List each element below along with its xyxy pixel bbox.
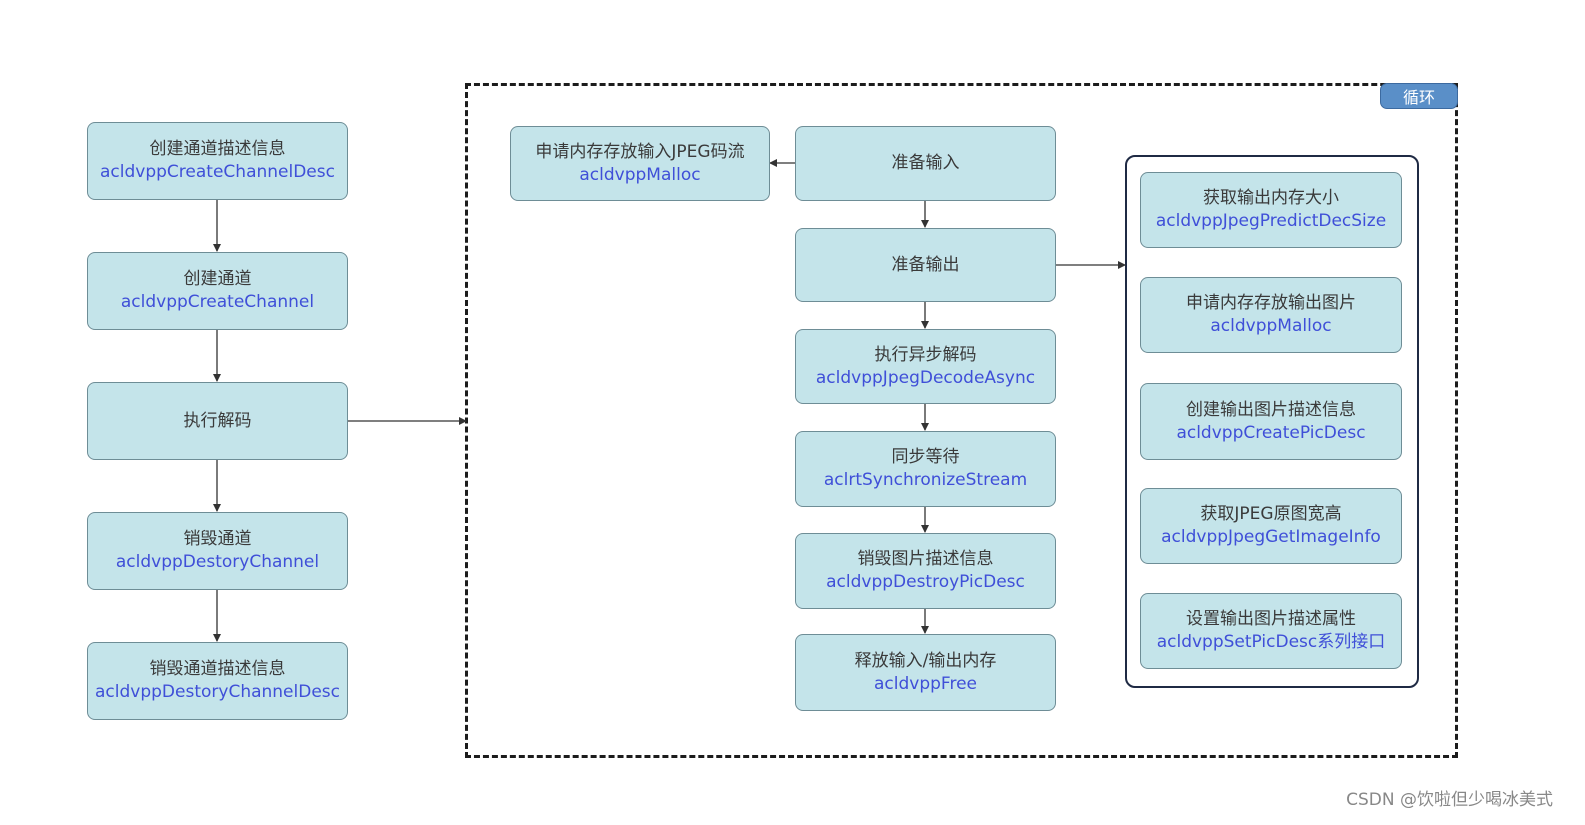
node-create-channel: 创建通道 acldvppCreateChannel xyxy=(87,252,348,330)
node-api-suffix: 系列接口 xyxy=(1317,632,1386,652)
node-title: 执行异步解码 xyxy=(874,344,977,365)
node-api: acldvppCreateChannelDesc xyxy=(100,162,335,182)
node-api: aclrtSynchronizeStream xyxy=(823,470,1028,490)
node-execute-decode: 执行解码 xyxy=(87,382,348,460)
node-predict-size: 获取输出内存大小 acldvppJpegPredictDecSize xyxy=(1140,172,1402,248)
node-create-channel-desc: 创建通道描述信息 acldvppCreateChannelDesc xyxy=(87,122,348,200)
node-destroy-channel: 销毁通道 acldvppDestoryChannel xyxy=(87,512,348,590)
node-api: acldvppCreatePicDesc xyxy=(1176,422,1366,443)
node-api: acldvppDestroyPicDesc xyxy=(826,572,1025,592)
node-api: acldvppDestoryChannel xyxy=(115,552,320,572)
node-decode-async: 执行异步解码 acldvppJpegDecodeAsync xyxy=(795,329,1056,404)
loop-badge: 循环 xyxy=(1380,83,1458,109)
node-title: 创建输出图片描述信息 xyxy=(1186,399,1356,420)
node-create-pic-desc: 创建输出图片描述信息 acldvppCreatePicDesc xyxy=(1140,383,1402,460)
watermark: CSDN @饮啦但少喝冰美式 xyxy=(1346,790,1553,810)
node-title: 同步等待 xyxy=(891,447,960,468)
node-title: 销毁图片描述信息 xyxy=(857,549,994,570)
node-title: 设置输出图片描述属性 xyxy=(1186,609,1356,630)
node-api: acldvppJpegDecodeAsync xyxy=(815,367,1036,388)
node-api: acldvppMalloc xyxy=(1210,316,1332,336)
node-destroy-pic-desc: 销毁图片描述信息 acldvppDestroyPicDesc xyxy=(795,533,1056,609)
node-api: acldvppFree xyxy=(874,673,977,694)
node-api: acldvppSetPicDesc系列接口 xyxy=(1157,631,1386,654)
node-api: acldvppJpegGetImageInfo xyxy=(1161,527,1381,547)
output-group-frame xyxy=(1125,155,1419,688)
node-title: 获取JPEG原图宽高 xyxy=(1200,504,1342,525)
node-title: 销毁通道描述信息 xyxy=(149,659,286,680)
node-api: acldvppCreateChannel xyxy=(120,292,315,312)
node-api-name: acldvppSetPicDesc xyxy=(1156,632,1318,652)
node-api: acldvppDestoryChannelDesc xyxy=(95,682,340,702)
node-title: 准备输出 xyxy=(891,254,960,275)
node-title: 创建通道 xyxy=(183,269,252,290)
node-title: 执行解码 xyxy=(183,410,252,431)
node-title: 获取输出内存大小 xyxy=(1203,188,1339,209)
node-set-pic-desc: 设置输出图片描述属性 acldvppSetPicDesc系列接口 xyxy=(1140,593,1402,669)
node-sync-wait: 同步等待 aclrtSynchronizeStream xyxy=(795,431,1056,507)
node-title: 申请内存存放输入JPEG码流 xyxy=(535,141,745,162)
node-title: 销毁通道 xyxy=(183,529,252,550)
node-title: 释放输入/输出内存 xyxy=(854,650,997,671)
node-get-image-info: 获取JPEG原图宽高 acldvppJpegGetImageInfo xyxy=(1140,488,1402,564)
node-title: 创建通道描述信息 xyxy=(149,139,286,160)
node-prepare-input: 准备输入 xyxy=(795,126,1056,201)
node-alloc-input: 申请内存存放输入JPEG码流 acldvppMalloc xyxy=(510,126,770,201)
node-api: acldvppMalloc xyxy=(579,164,701,185)
node-api: acldvppJpegPredictDecSize xyxy=(1155,211,1387,231)
node-destroy-channel-desc: 销毁通道描述信息 acldvppDestoryChannelDesc xyxy=(87,642,348,720)
node-title: 申请内存存放输出图片 xyxy=(1186,293,1356,314)
node-alloc-output: 申请内存存放输出图片 acldvppMalloc xyxy=(1140,277,1402,353)
node-free-memory: 释放输入/输出内存 acldvppFree xyxy=(795,634,1056,711)
node-title: 准备输入 xyxy=(891,153,960,174)
node-prepare-output: 准备输出 xyxy=(795,228,1056,302)
